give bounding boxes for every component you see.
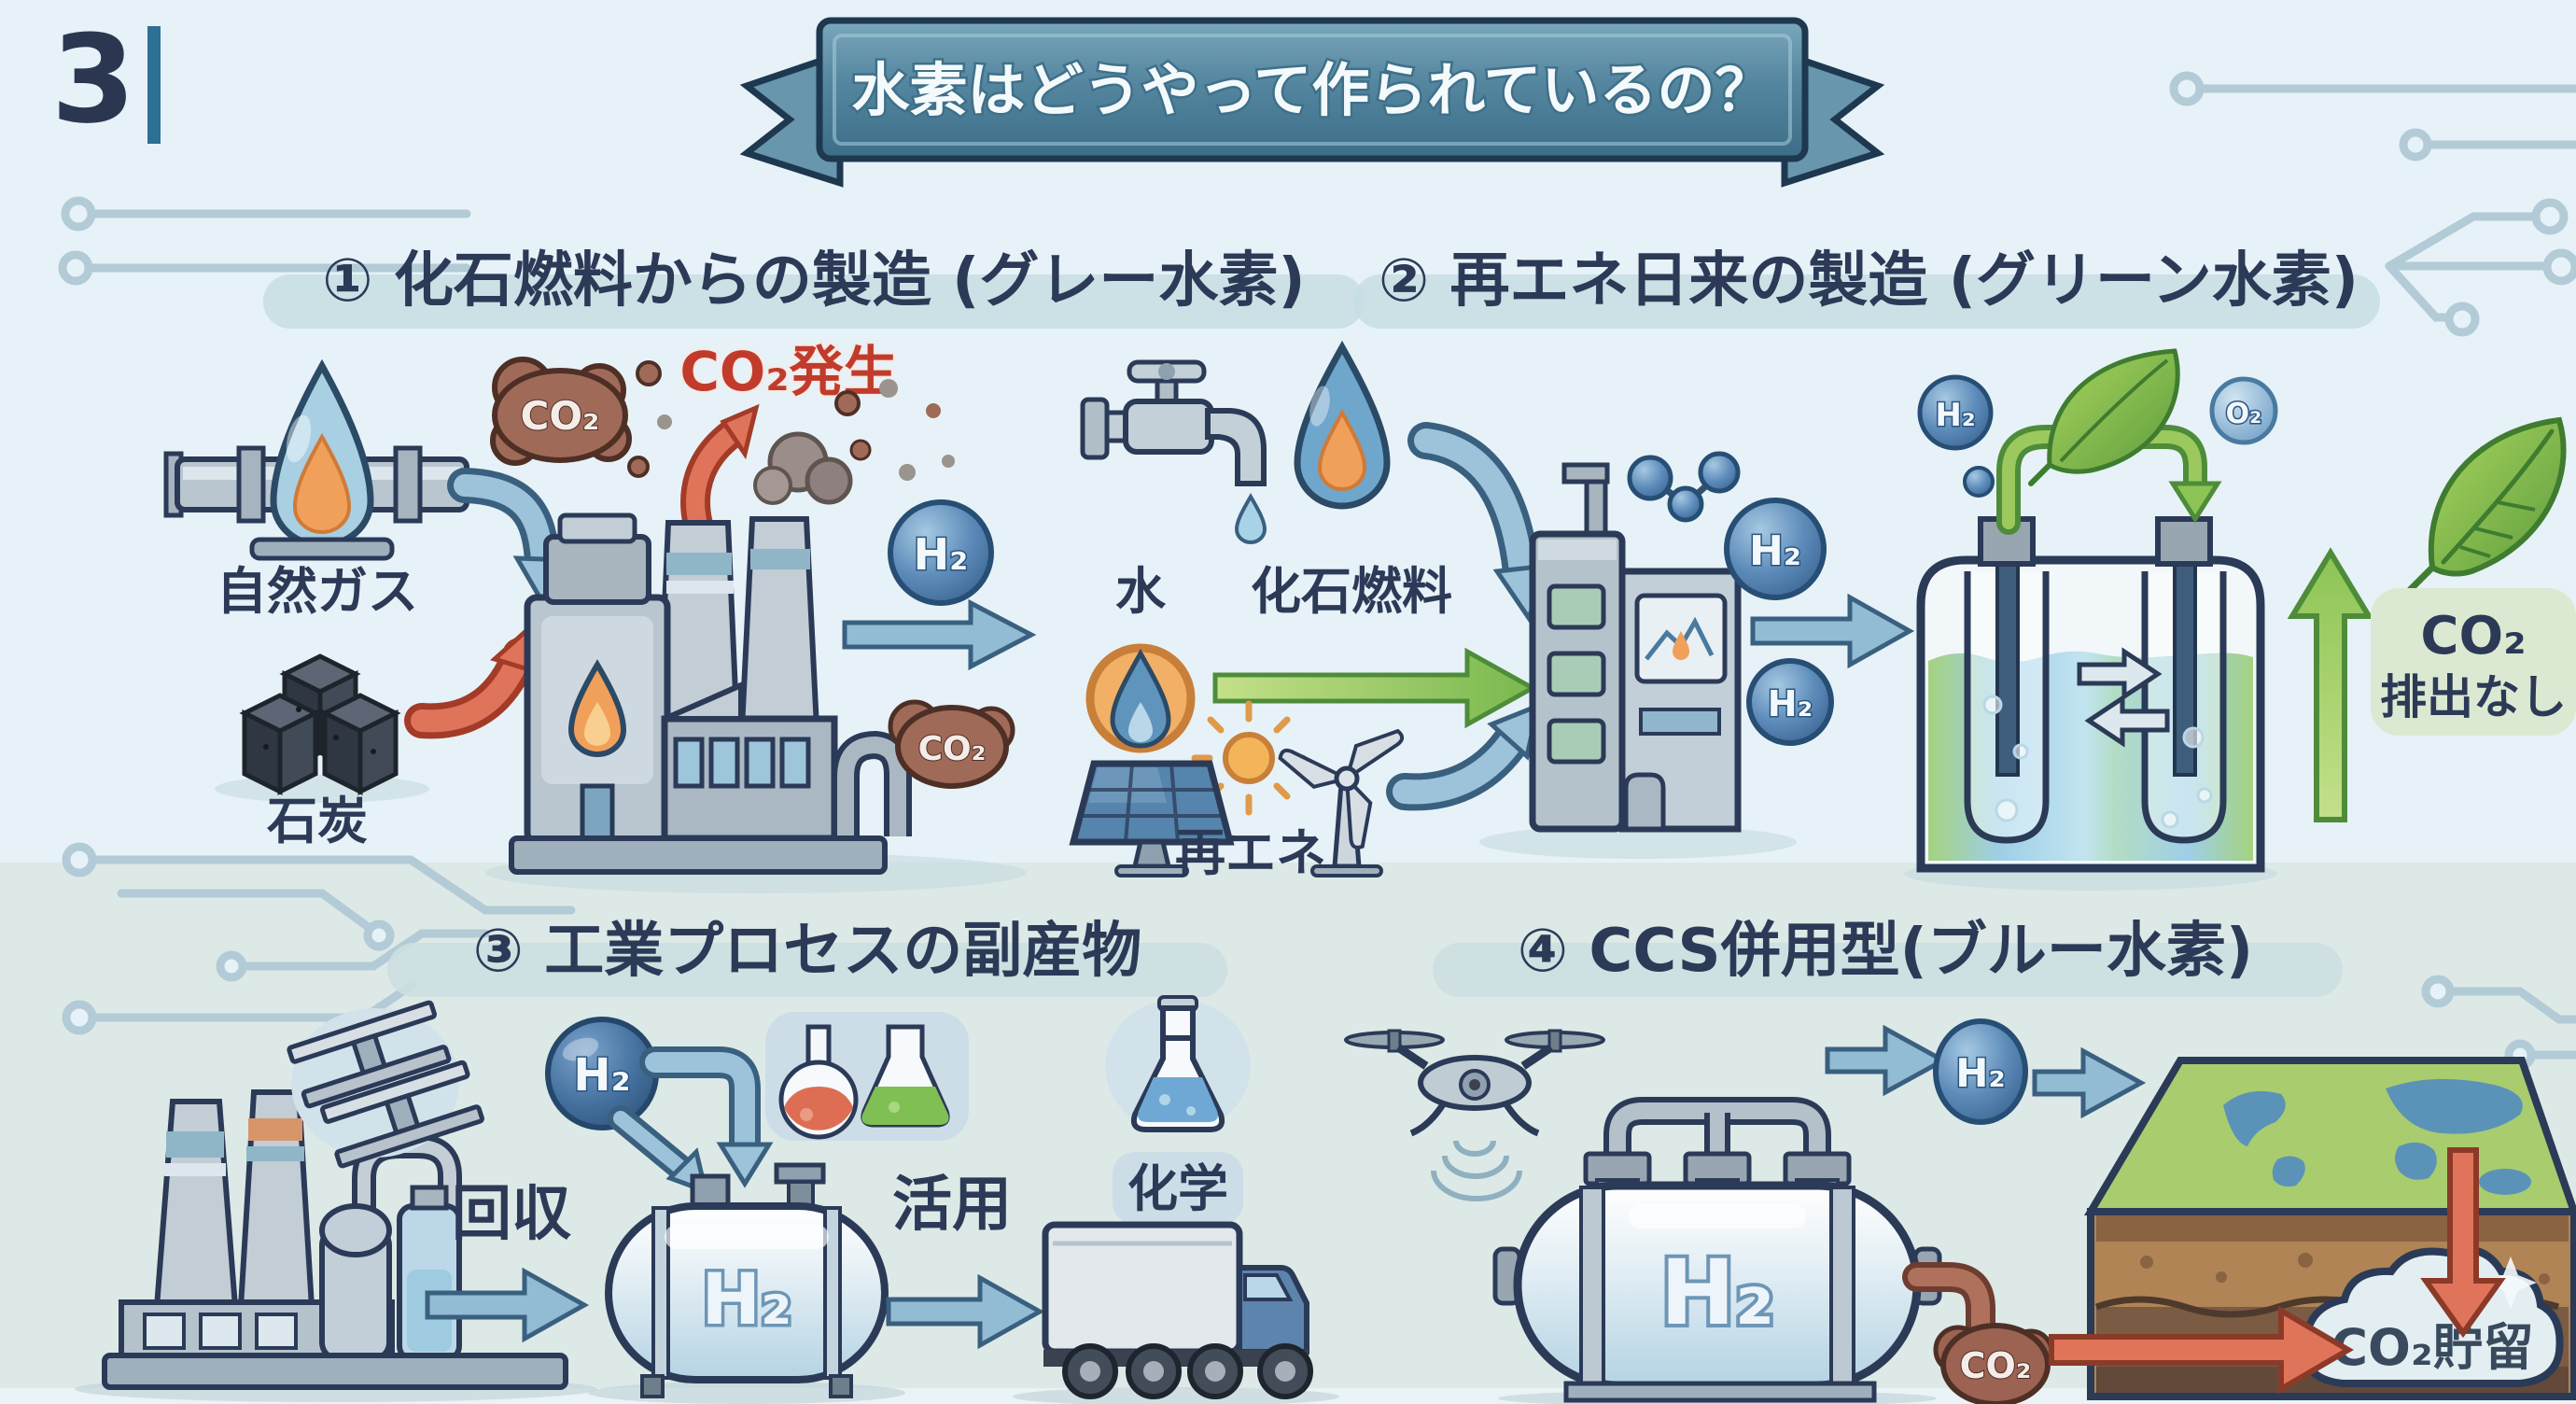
water-label: 水 [1115,562,1167,621]
chemistry-flask-bubble-icon [1105,995,1251,1133]
gas-circle-icon [1085,643,1196,753]
reformer-plant-icon [485,512,1027,893]
drone-icon [1344,1029,1605,1201]
section3-heading: ③ 工業プロセスの副産物 [473,917,1141,986]
arrow-h2-to-ground [2032,1046,2147,1119]
steel-beams-icon [287,1000,484,1169]
leaf-icon [2406,416,2567,594]
h2-pressure-tank-text: H₂ [1660,1241,1774,1345]
arrow-recover [425,1267,590,1343]
section3-byproduct: H₂ 回収 [75,995,1339,1404]
h2-product-badge: H₂ [1933,1018,2028,1125]
sun-icon [1191,700,1307,816]
arrow-coal-to-plant [404,623,547,739]
exchange-arrows-icon [2077,647,2170,748]
h2-product-text: H₂ [1955,1050,2006,1096]
title-ribbon: 水素はどうやって作られているの？ [739,17,1885,188]
arrow-s1-output [842,598,1037,671]
fossil-drop-icon [1294,340,1391,510]
section1-gray-hydrogen: 自然ガス 石炭 CO₂ [163,338,1037,893]
chemistry-label-bubble: 化学 [1113,1152,1243,1225]
arrow-green-up [2287,547,2374,822]
arrow-green-energy [1212,647,1538,729]
circuit-decorations [58,71,2576,1071]
co2-capture-pipe: CO₂ [1902,1262,2054,1404]
page-number-bar [147,26,161,144]
flasks-box-icon [765,1012,969,1141]
smoke-puffs [753,379,955,505]
section-headings: ① 化石燃料からの製造 (グレー水素) ② 再エネ日来の製造 (グリーン水素) … [263,246,2380,997]
co2-storage-text: CO₂貯留 [2331,1318,2533,1377]
h2-output-badge: H₂ [888,499,994,606]
use-label: 活用 [892,1171,1012,1240]
no-emission-box: CO₂ 排出なし [2371,588,2576,736]
arrow-plant-to-electrolyzer [1750,593,1915,669]
arrow-co2-right [2049,1305,2354,1395]
gas-pipe-flame-icon [163,358,469,561]
solar-panel-icon [1069,760,1235,878]
h2-badge-top: H₂ [1724,498,1827,600]
electrolyzer-icon [1904,348,2277,891]
leaf-on-pipe-icon [2028,348,2180,486]
h2-badge-bottom: H₂ [1746,658,1834,746]
ribbon-band [816,17,1809,162]
h2-source-text: H₂ [573,1049,630,1102]
coal-icon [215,653,429,803]
h2-badge-bottom-text: H₂ [1768,683,1813,724]
h2-pressure-tank-icon: H₂ [1492,1097,1942,1404]
section1-heading: ① 化石燃料からの製造 (グレー水素) [322,246,1305,316]
arrow-use [886,1273,1045,1350]
power-to-gas-plant-icon [1479,451,1797,859]
co2-smoke-cloud-icon: CO₂ [490,357,672,478]
arrow-h2-elbow-to-tank [639,1046,774,1188]
co2-byproduct-text: CO₂ [918,730,987,768]
chemistry-label: 化学 [1127,1159,1228,1218]
natural-gas-label: 自然ガス [217,562,418,621]
h2-storage-tank-icon: H₂ [588,1162,905,1404]
coal-label: 石炭 [267,792,368,850]
o2-bubble-text: O₂ [2226,398,2262,430]
wind-turbine-icon [1278,728,1405,878]
co2-capture-text: CO₂ [1960,1345,2032,1386]
arrow-tank-to-h2 [1825,1024,1949,1097]
arrow-renewable-to-plant [1386,701,1542,811]
o2-bubble: O₂ [2209,376,2278,445]
section4-blue-hydrogen: H₂ H₂ CO₂ [1344,1018,2576,1404]
co2-cloud-text: CO₂ [521,393,600,439]
no-emission-line1: CO₂ [2420,606,2526,667]
no-emission-line2: 排出なし [2380,670,2567,724]
industrial-factory-icon [75,1089,597,1402]
h2-output-text: H₂ [914,529,969,580]
h2-bubble: H₂ [1917,374,1995,498]
renewable-label: 再エネ [1175,823,1326,882]
h2-source-badge: H₂ [545,1017,659,1130]
section4-heading: ④ CCS併用型(ブルー水素) [1518,917,2253,986]
h2-tank-text: H₂ [702,1257,792,1341]
truck-icon [1013,1221,1339,1404]
page-number: 3 [51,8,161,150]
h2-bubble-text: H₂ [1935,397,1975,434]
page-number-text: 3 [51,8,135,150]
page-title: 水素はどうやって作られているの？ [851,56,1772,124]
water-tap-icon [1080,359,1267,544]
fossil-label: 化石燃料 [1251,562,1452,621]
section2-heading: ② 再エネ日来の製造 (グリーン水素) [1379,246,2359,316]
co2-byproduct-blob: CO₂ [888,699,1015,789]
arrow-co2-down [2420,1147,2506,1339]
h2-badge-top-text: H₂ [1749,527,1801,575]
sparkle-icon [2485,1257,2537,1309]
recover-label: 回収 [452,1180,571,1249]
arrow-smoke-to-co2 [680,403,760,540]
section2-green-hydrogen: 水 化石燃料 [1069,340,2576,891]
world-map-continents [2223,1078,2531,1195]
co2-alert-text: CO₂発生 [679,340,897,403]
